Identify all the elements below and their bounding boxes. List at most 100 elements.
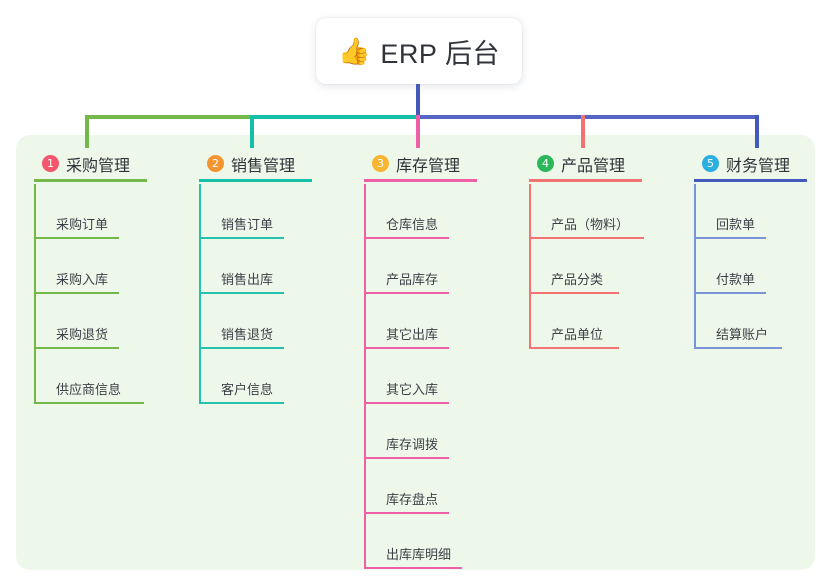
branch-item-label: 付款单 [716, 272, 756, 287]
branch-number-badge: 5 [702, 155, 719, 172]
branch-item[interactable]: 供应商信息 [34, 349, 184, 404]
branch-item-rule [694, 292, 766, 294]
branch-item-label: 客户信息 [221, 382, 274, 397]
branch-item-rule [34, 237, 119, 239]
connector-drop [85, 115, 89, 148]
branch-item[interactable]: 其它入库 [364, 349, 514, 404]
branch-item-rule [34, 347, 119, 349]
branch-item-rule [529, 347, 619, 349]
branch-item-rule [199, 402, 284, 404]
branch-item-label: 销售出库 [221, 272, 274, 287]
branch-title: 产品管理 [561, 157, 626, 175]
branch-item[interactable]: 回款单 [694, 184, 839, 239]
branch-item[interactable]: 销售退货 [199, 294, 349, 349]
connector-drop [581, 115, 585, 148]
branch-item[interactable]: 产品分类 [529, 239, 679, 294]
branch-item[interactable]: 采购订单 [34, 184, 184, 239]
branch-header-rule [34, 179, 147, 182]
branch-item-label: 销售订单 [221, 217, 274, 232]
branch-item-label: 供应商信息 [56, 382, 122, 397]
branch-item-label: 其它出库 [386, 327, 439, 342]
branch-title: 采购管理 [66, 157, 131, 175]
branch-items: 仓库信息产品库存其它出库其它入库库存调拨库存盘点出库库明细 [364, 184, 514, 569]
branch-item[interactable]: 产品单位 [529, 294, 679, 349]
branch-item-label: 仓库信息 [386, 217, 439, 232]
branch-item[interactable]: 仓库信息 [364, 184, 514, 239]
branches-panel [16, 135, 815, 570]
branch-item-label: 库存盘点 [386, 492, 439, 507]
branch-item-rule [364, 457, 449, 459]
branch-item-rule [34, 292, 119, 294]
branch-item[interactable]: 库存盘点 [364, 459, 514, 514]
branch-header-5[interactable]: 5 财务管理 [694, 146, 839, 182]
connector-bar-segment [250, 115, 418, 119]
connector-bar-segment [85, 115, 250, 119]
branch-header-rule [694, 179, 807, 182]
branch-number-badge: 2 [207, 155, 224, 172]
branch-item-label: 产品库存 [386, 272, 439, 287]
branch-item-label: 采购退货 [56, 327, 109, 342]
branch-header-1[interactable]: 1 采购管理 [34, 146, 184, 182]
branch-item[interactable]: 库存调拨 [364, 404, 514, 459]
branch-item-label: 产品（物料） [551, 217, 630, 232]
branch-item-rule [694, 347, 782, 349]
branch-item-rule [199, 292, 284, 294]
branch-item-label: 结算账户 [716, 327, 769, 342]
branch-items: 产品（物料） 产品分类产品单位 [529, 184, 679, 349]
branch-item-label: 其它入库 [386, 382, 439, 397]
branch-item-label: 回款单 [716, 217, 756, 232]
branch-item[interactable]: 采购退货 [34, 294, 184, 349]
connector-drop [416, 115, 420, 148]
branch-items: 采购订单采购入库采购退货供应商信息 [34, 184, 184, 404]
root-node[interactable]: 👍 ERP 后台 [316, 18, 522, 84]
branch-spine [529, 184, 531, 347]
branch-item-rule [529, 237, 644, 239]
branch-number-badge: 3 [372, 155, 389, 172]
branch-item-label: 产品单位 [551, 327, 604, 342]
branch-item-rule [529, 292, 619, 294]
branch-item[interactable]: 产品（物料） [529, 184, 679, 239]
connector-bar-segment [416, 115, 757, 119]
connector-drop [250, 115, 254, 148]
branch-column-5: 5 财务管理回款单付款单结算账户 [694, 146, 839, 349]
branch-item-rule [364, 402, 449, 404]
branch-item[interactable]: 其它出库 [364, 294, 514, 349]
branch-item-rule [34, 402, 144, 404]
branch-item-label: 销售退货 [221, 327, 274, 342]
branch-header-rule [364, 179, 477, 182]
thumbs-up-icon: 👍 [338, 36, 371, 66]
branch-item[interactable]: 产品库存 [364, 239, 514, 294]
branch-item[interactable]: 结算账户 [694, 294, 839, 349]
branch-item[interactable]: 销售订单 [199, 184, 349, 239]
branch-spine [364, 184, 366, 567]
connector-drop [755, 115, 759, 148]
branch-item-rule [199, 347, 284, 349]
branch-item-label: 产品分类 [551, 272, 604, 287]
branch-item-label: 采购订单 [56, 217, 109, 232]
branch-item[interactable]: 销售出库 [199, 239, 349, 294]
branch-title: 财务管理 [726, 157, 791, 175]
branch-item[interactable]: 付款单 [694, 239, 839, 294]
branch-item-rule [364, 292, 449, 294]
branch-item[interactable]: 客户信息 [199, 349, 349, 404]
branch-title: 库存管理 [396, 157, 461, 175]
branch-item-rule [364, 237, 449, 239]
branch-item-label: 出库库明细 [386, 547, 452, 562]
branch-item-rule [364, 512, 449, 514]
branch-header-3[interactable]: 3 库存管理 [364, 146, 514, 182]
branch-item-label: 库存调拨 [386, 437, 439, 452]
branch-item[interactable]: 采购入库 [34, 239, 184, 294]
branch-item-rule [199, 237, 284, 239]
root-stem-connector [416, 84, 420, 118]
branch-number-badge: 1 [42, 155, 59, 172]
branch-item[interactable]: 出库库明细 [364, 514, 514, 569]
branch-spine [694, 184, 696, 347]
branch-item-label: 采购入库 [56, 272, 109, 287]
branch-column-1: 1 采购管理采购订单采购入库采购退货供应商信息 [34, 146, 184, 404]
root-title: ERP 后台 [380, 38, 500, 69]
